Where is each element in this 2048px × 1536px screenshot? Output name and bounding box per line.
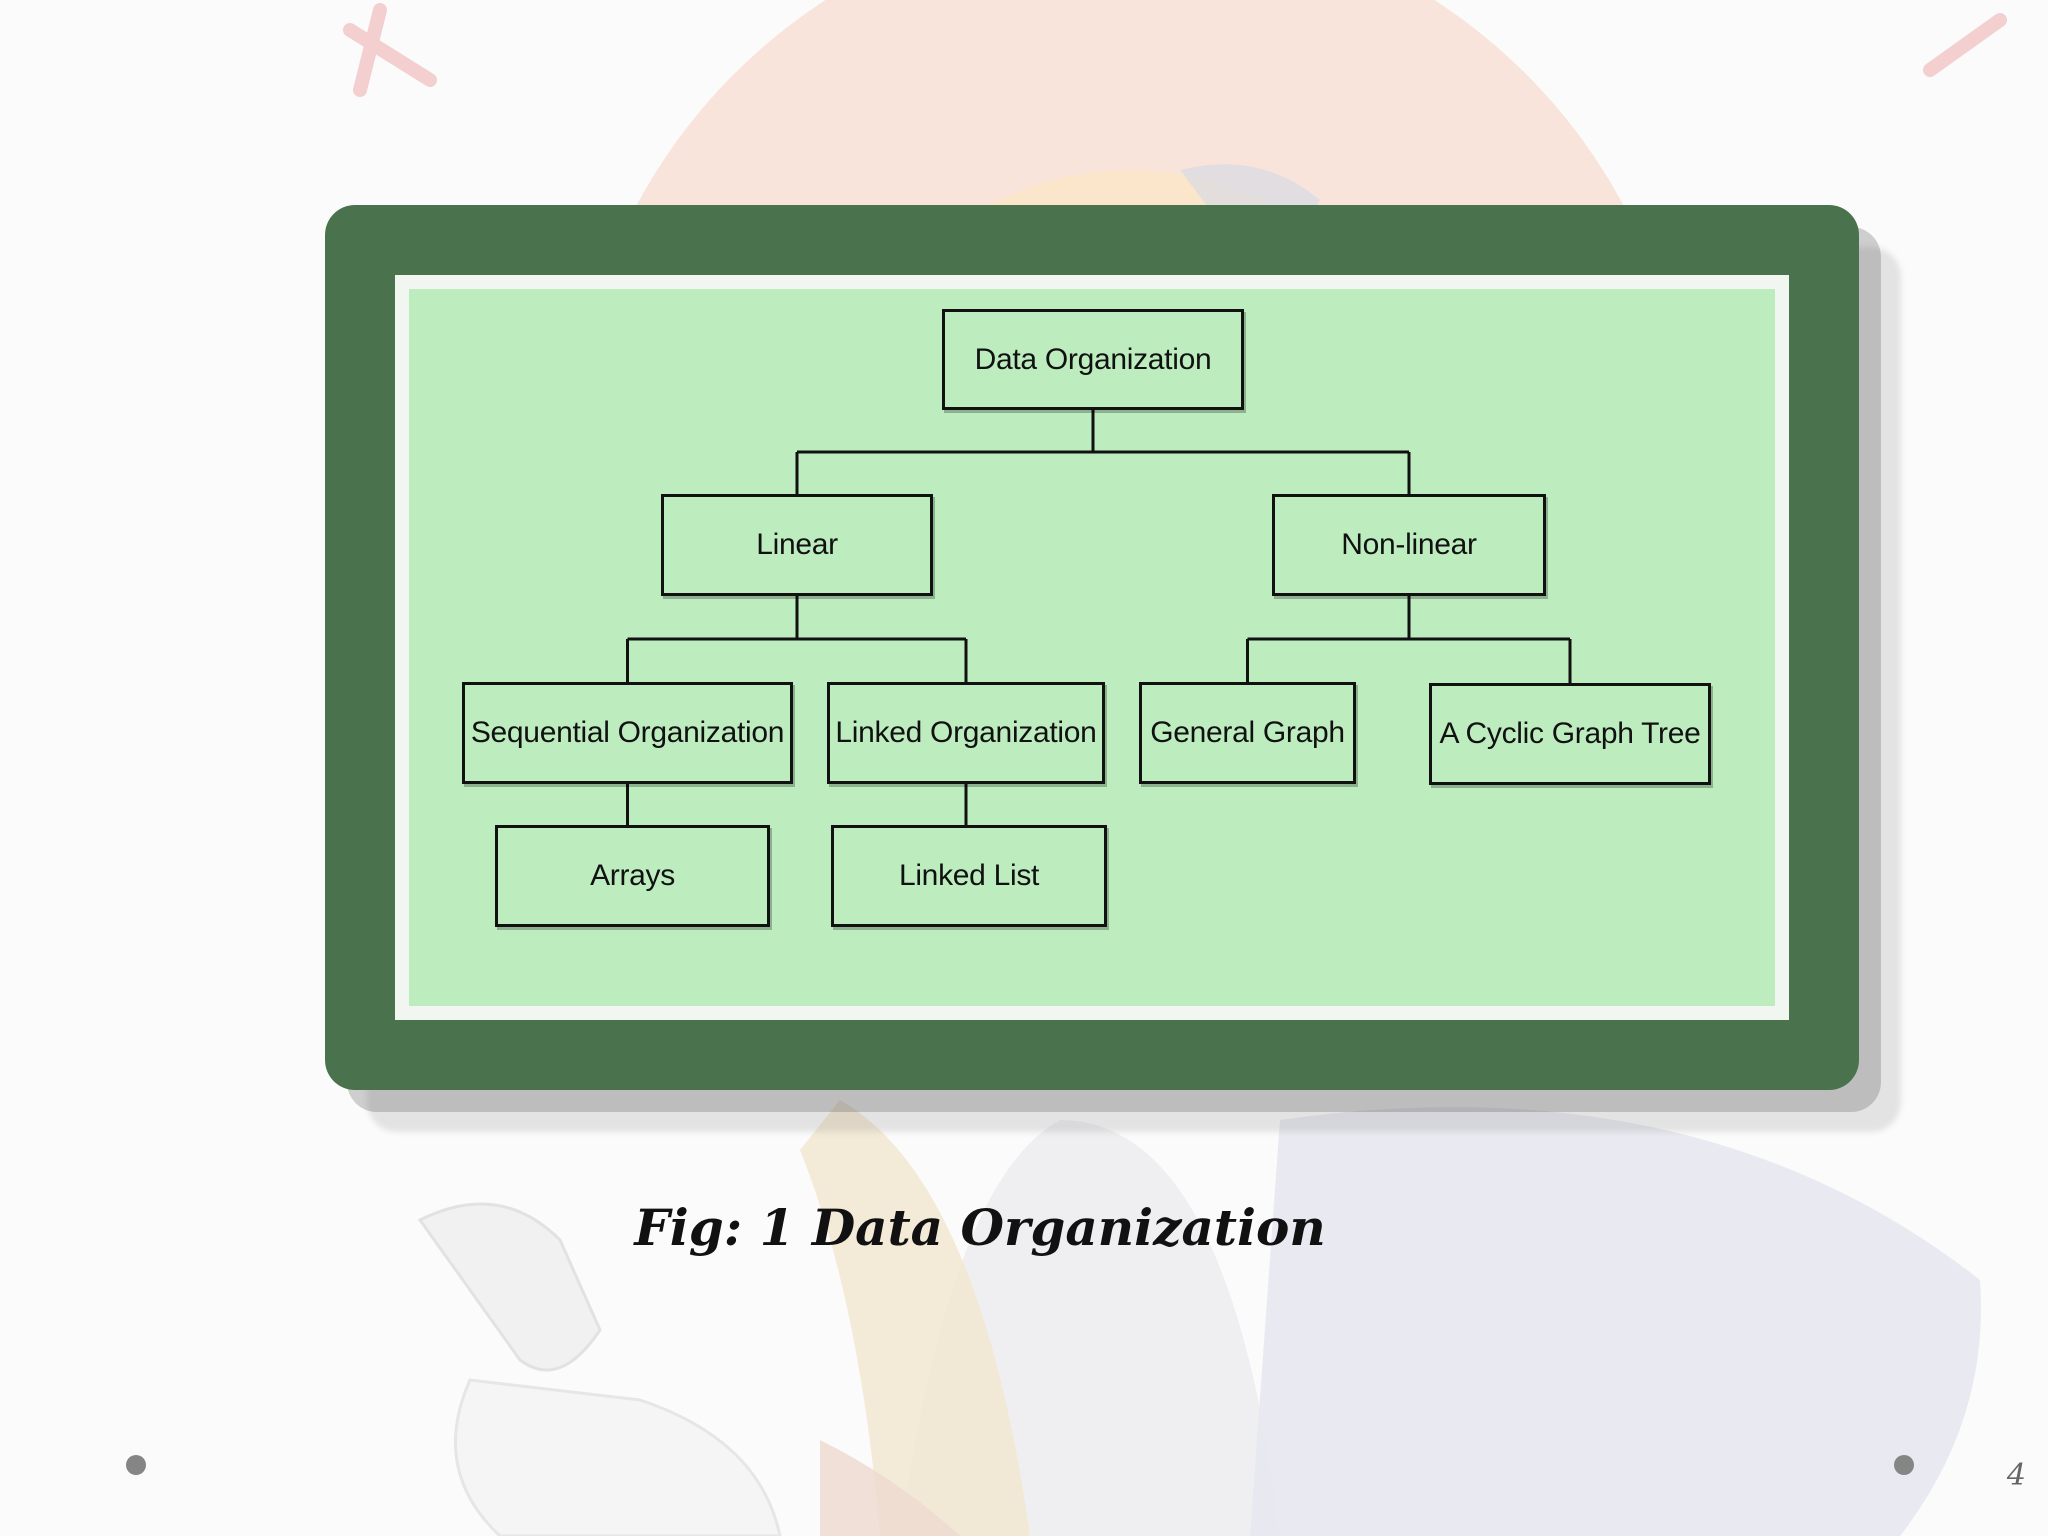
node-non-linear: Non-linear <box>1272 494 1546 596</box>
footer-bullet-right <box>1894 1455 1914 1475</box>
page-number: 4 <box>2006 1458 2026 1493</box>
node-sequential-organization: Sequential Organization <box>462 682 793 784</box>
figure-caption: Fig: 1 Data Organization <box>634 1198 1326 1257</box>
node-arrays: Arrays <box>495 825 770 927</box>
node-linked-list: Linked List <box>831 825 1107 927</box>
footer-bullet-left <box>126 1455 146 1475</box>
node-general-graph: General Graph <box>1139 682 1356 784</box>
connector-lines <box>626 410 1572 825</box>
node-data-organization: Data Organization <box>942 309 1244 410</box>
diagram-frame: Data Organization Linear Non-linear Sequ… <box>325 205 1859 1090</box>
node-acyclic-graph-tree: A Cyclic Graph Tree <box>1429 683 1711 785</box>
node-linear: Linear <box>661 494 933 596</box>
diagram-panel-border: Data Organization Linear Non-linear Sequ… <box>395 275 1789 1020</box>
node-linked-organization: Linked Organization <box>827 682 1105 784</box>
diagram-panel: Data Organization Linear Non-linear Sequ… <box>409 289 1775 1006</box>
